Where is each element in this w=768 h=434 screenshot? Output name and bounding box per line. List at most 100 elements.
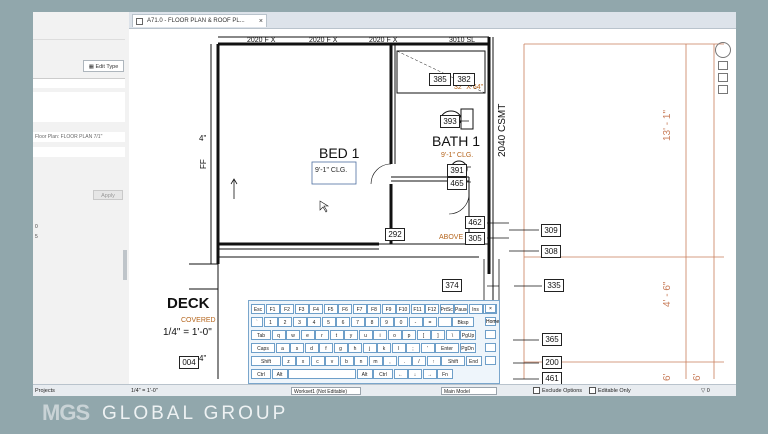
apply-button[interactable]: Apply [93, 190, 123, 200]
key[interactable]: Shift [441, 356, 465, 366]
key[interactable]: Enter [435, 343, 459, 353]
edit-type-button[interactable]: ▦ Edit Type [83, 60, 124, 72]
key[interactable]: F11 [410, 304, 425, 314]
key[interactable]: s [290, 343, 304, 353]
tag[interactable]: 335 [544, 279, 564, 292]
key[interactable]: Esc [251, 304, 265, 314]
exclude-options-checkbox[interactable]: Exclude Options [533, 385, 582, 396]
view-label[interactable]: Floor Plan: FLOOR PLAN 7/1" [33, 132, 125, 142]
key[interactable]: v [325, 356, 339, 366]
tag[interactable]: 200 [542, 356, 562, 369]
key[interactable]: Alt [356, 369, 373, 379]
tag[interactable]: 461 [542, 372, 562, 384]
key[interactable]: F4 [309, 304, 323, 314]
key[interactable]: j [362, 343, 377, 353]
properties-row[interactable] [33, 78, 125, 88]
key[interactable]: F6 [338, 304, 352, 314]
key[interactable]: k [377, 343, 391, 353]
key[interactable]: . [397, 356, 412, 366]
key[interactable]: Bksp [452, 317, 474, 327]
filter-count[interactable]: ▽ 0 [701, 385, 710, 396]
design-option-select[interactable]: Main Model [441, 387, 497, 395]
key[interactable]: [ [416, 330, 431, 340]
properties-row[interactable] [33, 147, 125, 157]
key[interactable]: PgDn [459, 343, 476, 353]
dimension-4-in[interactable]: 4" [199, 134, 207, 143]
properties-row[interactable] [33, 92, 125, 102]
steering-wheel-icon[interactable] [715, 42, 731, 58]
key[interactable]: o [387, 330, 402, 340]
keyboard-side-button[interactable] [485, 343, 496, 352]
view-scale[interactable]: 1/4" = 1'-0" [131, 388, 158, 394]
tag[interactable]: 385 [429, 73, 451, 86]
key[interactable]: PgUp [460, 330, 476, 340]
key[interactable]: ] [431, 330, 445, 340]
keyboard-side-button[interactable] [485, 330, 496, 339]
key[interactable]: i [373, 330, 387, 340]
ceiling-height-label[interactable]: 9'-1" CLG. [441, 152, 474, 159]
key[interactable]: ' [420, 343, 435, 353]
key[interactable]: m [368, 356, 383, 366]
key[interactable]: g [333, 343, 348, 353]
key[interactable]: F3 [294, 304, 309, 314]
key[interactable]: = [423, 317, 437, 327]
key[interactable]: Fn [437, 369, 453, 379]
key[interactable]: F2 [280, 304, 294, 314]
zoom-icon[interactable] [718, 61, 728, 70]
window-type-label[interactable]: 2040 CSMT [497, 103, 508, 157]
key[interactable]: ` [251, 317, 263, 327]
key[interactable]: 0 [394, 317, 408, 327]
tag[interactable]: 465 [447, 177, 467, 190]
key[interactable]: F9 [381, 304, 396, 314]
view-options-icon[interactable] [718, 85, 728, 94]
key[interactable]: 4 [307, 317, 321, 327]
key[interactable]: l [391, 343, 406, 353]
key[interactable]: 9 [379, 317, 394, 327]
ceiling-height-label[interactable]: 9'-1" CLG. [315, 167, 348, 174]
close-icon[interactable]: × [258, 18, 263, 25]
key[interactable]: c [310, 356, 325, 366]
keyboard-side-button[interactable] [485, 356, 496, 365]
panel-scrollbar[interactable] [123, 250, 127, 280]
key[interactable]: ↓ [408, 369, 422, 379]
key[interactable]: Ctrl [373, 369, 393, 379]
key[interactable]: 8 [365, 317, 379, 327]
key[interactable]: f [319, 343, 333, 353]
key[interactable]: F7 [352, 304, 367, 314]
tag[interactable]: 391 [447, 164, 467, 177]
dimension-4-6[interactable]: 4' - 6" [662, 281, 673, 307]
key[interactable]: F12 [425, 304, 439, 314]
key[interactable]: F1 [265, 304, 280, 314]
key[interactable]: Tab [251, 330, 271, 340]
key[interactable]: x [296, 356, 310, 366]
tab-floor-plan[interactable]: A71.0 - FLOOR PLAN & ROOF PL... × [132, 14, 267, 27]
key[interactable]: w [286, 330, 300, 340]
properties-row[interactable] [33, 102, 125, 112]
key[interactable] [288, 369, 356, 379]
key[interactable]: b [339, 356, 354, 366]
key[interactable]: 7 [350, 317, 365, 327]
key[interactable]: Pause [454, 304, 468, 314]
pan-icon[interactable] [718, 73, 728, 82]
key[interactable]: , [383, 356, 397, 366]
key[interactable]: h [348, 343, 362, 353]
workset-select[interactable]: Workset1 (Not Editable) [291, 387, 361, 395]
key[interactable]: Caps [251, 343, 275, 353]
key[interactable] [437, 317, 452, 327]
tag[interactable]: 292 [385, 228, 405, 241]
key[interactable]: n [354, 356, 368, 366]
tag[interactable]: 393 [440, 115, 460, 128]
key[interactable]: a [275, 343, 290, 353]
key[interactable]: u [358, 330, 373, 340]
room-name-bed[interactable]: BED 1 [319, 145, 360, 161]
tag[interactable]: 305 [465, 232, 485, 245]
key[interactable]: 6 [336, 317, 350, 327]
key[interactable]: 2 [278, 317, 292, 327]
dimension-6[interactable]: 6' [662, 373, 673, 381]
tag[interactable]: 382 [453, 73, 475, 86]
key[interactable]: t [329, 330, 344, 340]
key[interactable]: 5 [321, 317, 336, 327]
key[interactable]: Ctrl [251, 369, 271, 379]
room-name-deck[interactable]: DECK [167, 295, 210, 312]
dimension-4-in[interactable]: 4" [199, 354, 207, 363]
